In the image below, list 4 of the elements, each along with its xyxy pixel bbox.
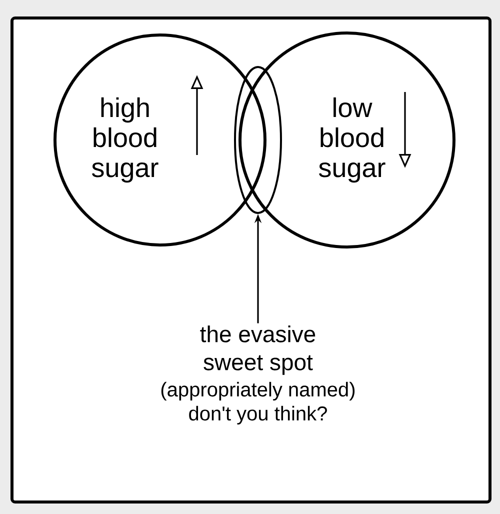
- circle-label: high blood sugar: [92, 97, 158, 183]
- overlap-region: [234, 66, 282, 214]
- circle-label: low blood sugar: [318, 97, 386, 183]
- annotation-text: the evasive sweet spot (appropriately named) don't you think?: [161, 325, 355, 425]
